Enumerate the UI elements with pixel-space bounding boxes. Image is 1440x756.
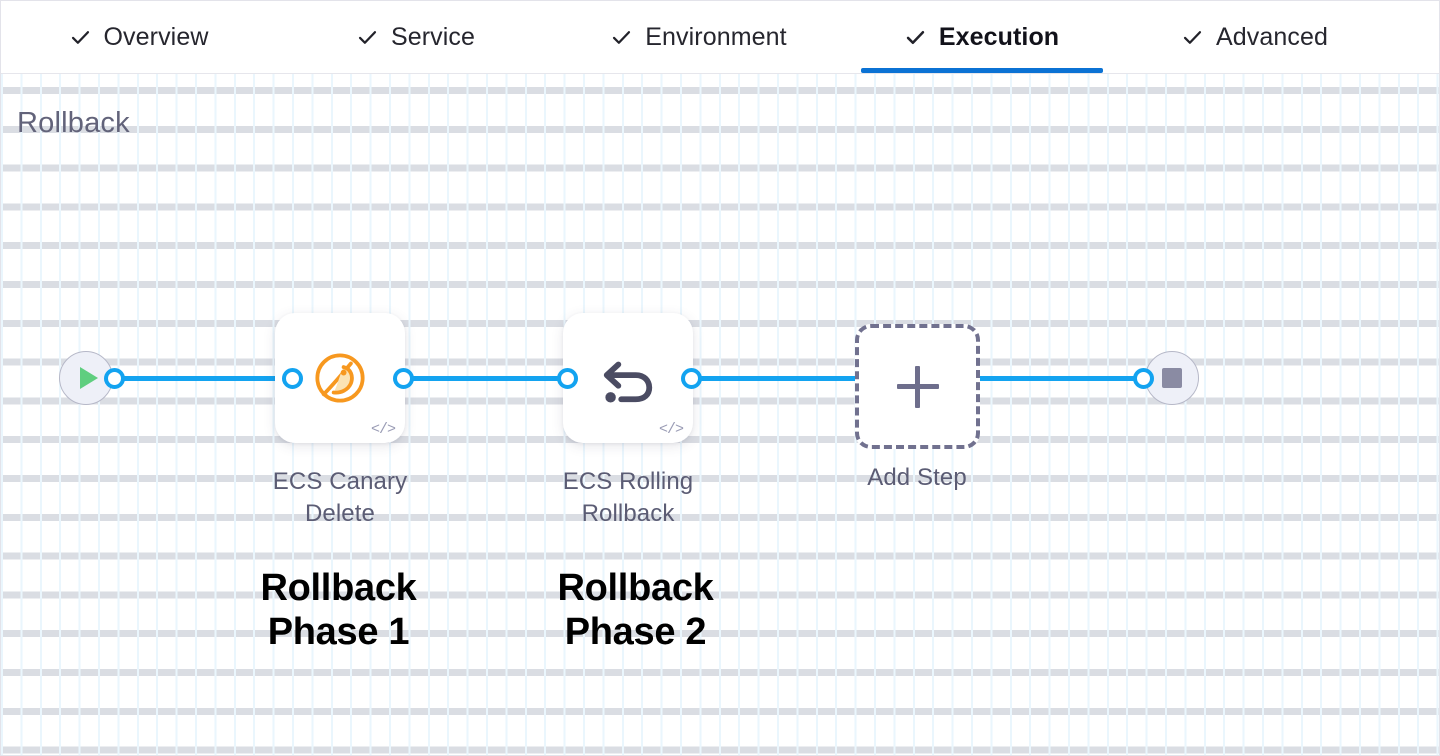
plus-icon-vertical bbox=[915, 365, 920, 408]
tab-execution-underline bbox=[861, 68, 1103, 73]
pipeline-graph: </> ECS Canary Delete </> ECS Rolling Ro… bbox=[1, 74, 1439, 755]
ecs-canary-delete-icon bbox=[275, 349, 405, 407]
tab-execution-label: Execution bbox=[938, 22, 1060, 51]
edge-start-to-step1 bbox=[105, 376, 293, 381]
step-node-ecs-canary-delete[interactable]: </> bbox=[275, 313, 405, 443]
port-start-output[interactable] bbox=[104, 368, 125, 389]
stop-icon bbox=[1162, 368, 1182, 388]
check-icon bbox=[70, 27, 91, 48]
check-icon bbox=[905, 27, 926, 48]
tab-service[interactable]: Service bbox=[326, 1, 506, 73]
port-step2-input[interactable] bbox=[557, 368, 578, 389]
port-step2-output[interactable] bbox=[681, 368, 702, 389]
code-icon[interactable]: </> bbox=[370, 421, 396, 438]
tab-overview-label: Overview bbox=[103, 22, 209, 51]
tab-advanced-label: Advanced bbox=[1216, 22, 1328, 51]
play-icon bbox=[79, 367, 98, 389]
step-node-ecs-rolling-rollback[interactable]: </> bbox=[563, 313, 693, 443]
stage-tab-bar: Overview Service Environment Execution bbox=[1, 1, 1439, 74]
add-step-label: Add Step bbox=[867, 464, 967, 491]
section-title-rollback: Rollback bbox=[17, 107, 130, 139]
step-label-ecs-canary-delete: ECS Canary Delete bbox=[272, 468, 408, 527]
tab-advanced[interactable]: Advanced bbox=[1145, 1, 1365, 73]
port-end-input[interactable] bbox=[1133, 368, 1154, 389]
add-step-button[interactable] bbox=[855, 324, 980, 449]
tab-overview-underline bbox=[39, 68, 239, 73]
check-icon bbox=[611, 27, 632, 48]
tab-advanced-underline bbox=[1145, 68, 1365, 73]
tab-service-underline bbox=[326, 68, 506, 73]
tab-service-label: Service bbox=[390, 22, 476, 51]
port-step1-output[interactable] bbox=[393, 368, 414, 389]
pipeline-edges bbox=[1, 74, 1439, 755]
code-icon[interactable]: </> bbox=[658, 421, 684, 438]
check-icon bbox=[357, 27, 378, 48]
check-icon bbox=[1182, 27, 1203, 48]
rollback-arrow-icon bbox=[563, 349, 693, 407]
tab-environment-label: Environment bbox=[645, 22, 787, 51]
step-label-ecs-rolling-rollback: ECS Rolling Rollback bbox=[562, 468, 694, 527]
port-step1-input[interactable] bbox=[282, 368, 303, 389]
tab-execution[interactable]: Execution bbox=[861, 1, 1103, 73]
edge-step2-to-addstep bbox=[681, 376, 881, 381]
edge-addstep-to-end bbox=[961, 376, 1161, 381]
edge-step1-to-step2 bbox=[393, 376, 581, 381]
pipeline-canvas[interactable]: </> ECS Canary Delete </> ECS Rolling Ro… bbox=[1, 74, 1439, 755]
tab-environment-underline bbox=[579, 68, 819, 73]
tab-environment[interactable]: Environment bbox=[579, 1, 819, 73]
tab-overview[interactable]: Overview bbox=[39, 1, 239, 73]
